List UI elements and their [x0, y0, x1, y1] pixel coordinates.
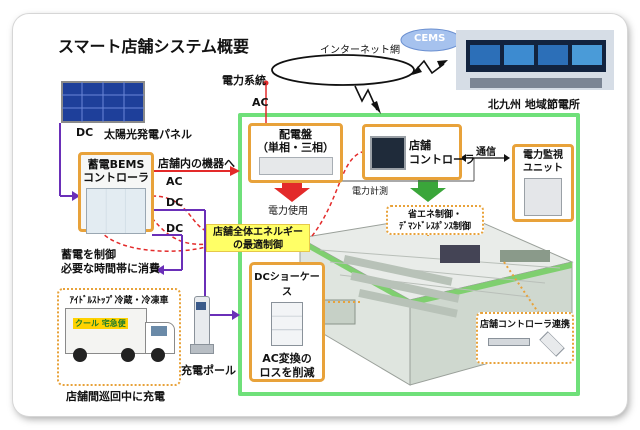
dc-showcase-label: DCショーケース [254, 272, 320, 298]
store-link-label: 店舗コントローラ連携 [479, 320, 570, 330]
comm-label: 通信 [476, 147, 496, 158]
monitor-unit-image [524, 178, 562, 216]
ac-conversion-label: AC変換の ロスを削減 [259, 352, 315, 379]
battery-cabinet-image [86, 188, 146, 234]
truck-caption: 店舗間巡回中に充電 [66, 390, 165, 403]
charger-label: 充電ポール [181, 364, 236, 377]
cems-label: CEMS [414, 33, 446, 44]
dc-label-2: DC [166, 222, 184, 235]
truck-label: ｱｲﾄﾞﾙｽﾄｯﾌﾟ冷蔵・冷凍車 [69, 296, 169, 306]
dc-label-1: DC [166, 196, 184, 209]
charging-pole-image [188, 296, 214, 356]
distribution-board-image [258, 157, 333, 175]
distribution-board-box: 配電盤 （単相・三相） [248, 123, 343, 183]
energy-optimization-label: 店舗全体エネルギー の最適制御 [213, 227, 303, 251]
dc-label-solar: DC [76, 126, 94, 139]
store-controller-box: 店舗 コントローラ [362, 124, 475, 180]
internet-label: インターネット網 [320, 45, 400, 56]
store-controller-label: 店舗 コントローラ [409, 139, 475, 166]
power-use-label: 電力使用 [268, 206, 308, 217]
distribution-board-label: 配電盤 （単相・三相） [257, 128, 334, 154]
showcase-image [271, 302, 303, 346]
controller-screen-image [370, 136, 406, 170]
store-controller-link-box: 店舗コントローラ連携 [476, 312, 574, 364]
power-meter-label: 電力計測 [352, 187, 389, 197]
monitor-unit-label: 電力監視 ユニット [523, 150, 563, 174]
control-center-label: 北九州 地域節電所 [488, 98, 580, 111]
dc-showcase-box: DCショーケース AC変換の ロスを削減 [249, 262, 325, 382]
demand-response-box: 省エネ制御・ ﾃﾞﾏﾝﾄﾞﾚｽﾎﾟﾝｽ制御 [386, 205, 484, 235]
store-system-frame [238, 113, 580, 396]
power-monitor-unit-box: 電力監視 ユニット [512, 144, 574, 222]
demand-response-label: 省エネ制御・ ﾃﾞﾏﾝﾄﾞﾚｽﾎﾟﾝｽ制御 [398, 210, 471, 232]
ceiling-light-image [488, 338, 530, 346]
ceiling-ac-image [539, 331, 565, 357]
truck-image: クール 宅急便 [65, 308, 177, 366]
power-grid-label: 電力系統 [222, 74, 266, 87]
battery-note: 蓄電を制御 必要な時間帯に消費 [61, 248, 160, 275]
bems-label: 蓄電BEMS コントローラ [83, 158, 149, 184]
truck-box: ｱｲﾄﾞﾙｽﾄｯﾌﾟ冷蔵・冷凍車 クール 宅急便 [57, 288, 181, 386]
solar-label: 太陽光発電パネル [104, 128, 192, 141]
control-center-image [456, 30, 614, 90]
to-devices-label: 店舗内の機器へ [158, 157, 235, 170]
ac-label-bems: AC [166, 175, 183, 188]
energy-optimization-box: 店舗全体エネルギー の最適制御 [206, 224, 310, 252]
solar-panel-image [61, 81, 145, 123]
bems-controller-box: 蓄電BEMS コントローラ [78, 152, 154, 234]
ac-label-grid: AC [252, 96, 269, 109]
diagram-title: スマート店舗システム概要 [58, 37, 250, 56]
truck-sign: クール 宅急便 [73, 318, 128, 329]
